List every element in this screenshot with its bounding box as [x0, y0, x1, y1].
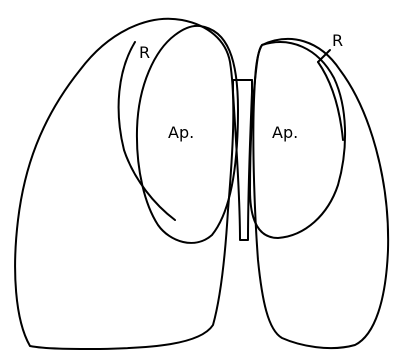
left-region-label: R	[139, 43, 150, 62]
left-apothecium-label: Ap.	[168, 123, 194, 142]
right-apothecium-label: Ap.	[272, 123, 298, 142]
right-region-label: R	[332, 31, 343, 50]
right-outer-body	[253, 39, 388, 348]
left-region-r	[119, 42, 175, 220]
